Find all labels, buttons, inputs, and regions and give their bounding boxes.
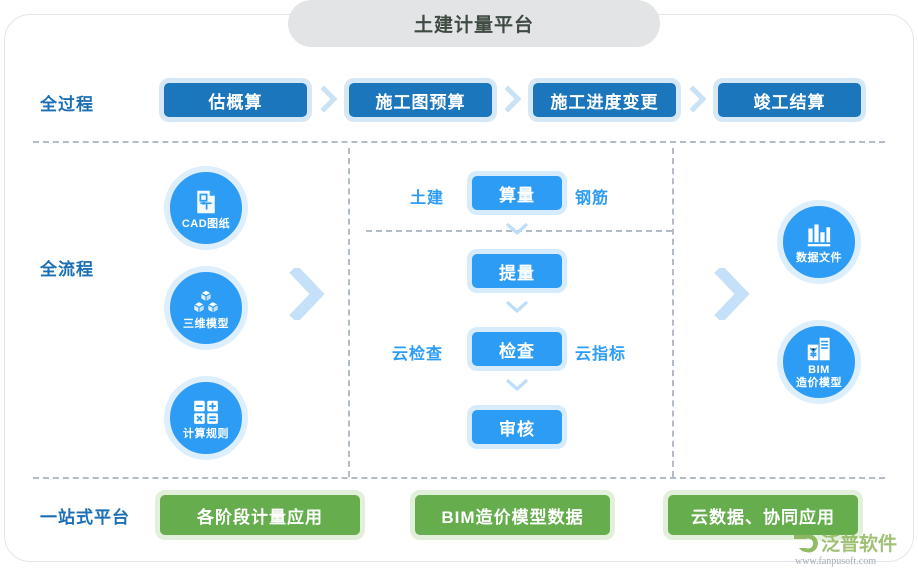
stage-button-construction-budget[interactable]: 施工图预算 (344, 78, 497, 122)
row-label-all-flow: 全流程 (40, 260, 94, 279)
divider-flow-platform (33, 477, 885, 479)
circle-node-bim-cost-model[interactable]: BIM 造价模型 (777, 320, 861, 404)
page-title: 土建计量平台 (288, 0, 660, 47)
chevron-down-icon (505, 378, 529, 392)
circle-node-calc-rule[interactable]: 计算规则 (164, 376, 248, 460)
process-box-check[interactable]: 检查 (467, 327, 567, 371)
platform-button-stage-application[interactable]: 各阶段计量应用 (155, 490, 365, 540)
divider-process-flow (33, 141, 885, 143)
side-label-cloud-check: 云检查 (392, 346, 444, 363)
bar-chart-icon (804, 221, 834, 251)
process-box-review[interactable]: 审核 (467, 405, 567, 449)
chevron-right-large-icon (288, 268, 328, 320)
stage-button-final-settlement[interactable]: 竣工结算 (713, 78, 866, 122)
chevron-down-icon (505, 222, 529, 236)
process-box-quantity-calc[interactable]: 算量 (467, 171, 567, 215)
chevron-right-icon (504, 86, 522, 112)
divider-middle-left (348, 148, 350, 477)
stage-button-progress-change[interactable]: 施工进度变更 (528, 78, 681, 122)
chevron-right-icon (320, 86, 338, 112)
row-label-all-process: 全过程 (40, 95, 94, 114)
chevron-down-icon (505, 300, 529, 314)
side-label-cloud-index: 云指标 (575, 346, 627, 363)
platform-button-bim-cost-data[interactable]: BIM造价模型数据 (410, 490, 615, 540)
circle-node-label: 三维模型 (183, 317, 229, 330)
circle-node-cad-drawing[interactable]: CAD图纸 (164, 166, 248, 250)
circle-node-label: 计算规则 (183, 427, 229, 440)
circle-node-label: 数据文件 (796, 251, 842, 264)
side-label-rebar: 钢筋 (575, 190, 610, 207)
chevron-right-large-icon (713, 268, 753, 320)
platform-button-cloud-collab[interactable]: 云数据、协同应用 (663, 490, 863, 540)
row-label-one-stop: 一站式平台 (40, 508, 130, 527)
chevron-right-icon (689, 86, 707, 112)
blueprint-document-icon (191, 187, 221, 217)
circle-node-3d-model[interactable]: 三维模型 (164, 266, 248, 350)
circle-node-data-file[interactable]: 数据文件 (777, 200, 861, 284)
process-box-quantity-extract[interactable]: 提量 (467, 249, 567, 293)
building-yuan-icon (804, 334, 834, 364)
circle-node-label: BIM 造价模型 (796, 364, 842, 389)
stage-button-estimate[interactable]: 估概算 (159, 78, 312, 122)
side-label-civil: 土建 (410, 190, 445, 207)
calculator-icon (191, 397, 221, 427)
circle-node-label: CAD图纸 (181, 217, 231, 230)
three-d-cubes-icon (191, 287, 221, 317)
divider-middle-right (672, 148, 674, 477)
